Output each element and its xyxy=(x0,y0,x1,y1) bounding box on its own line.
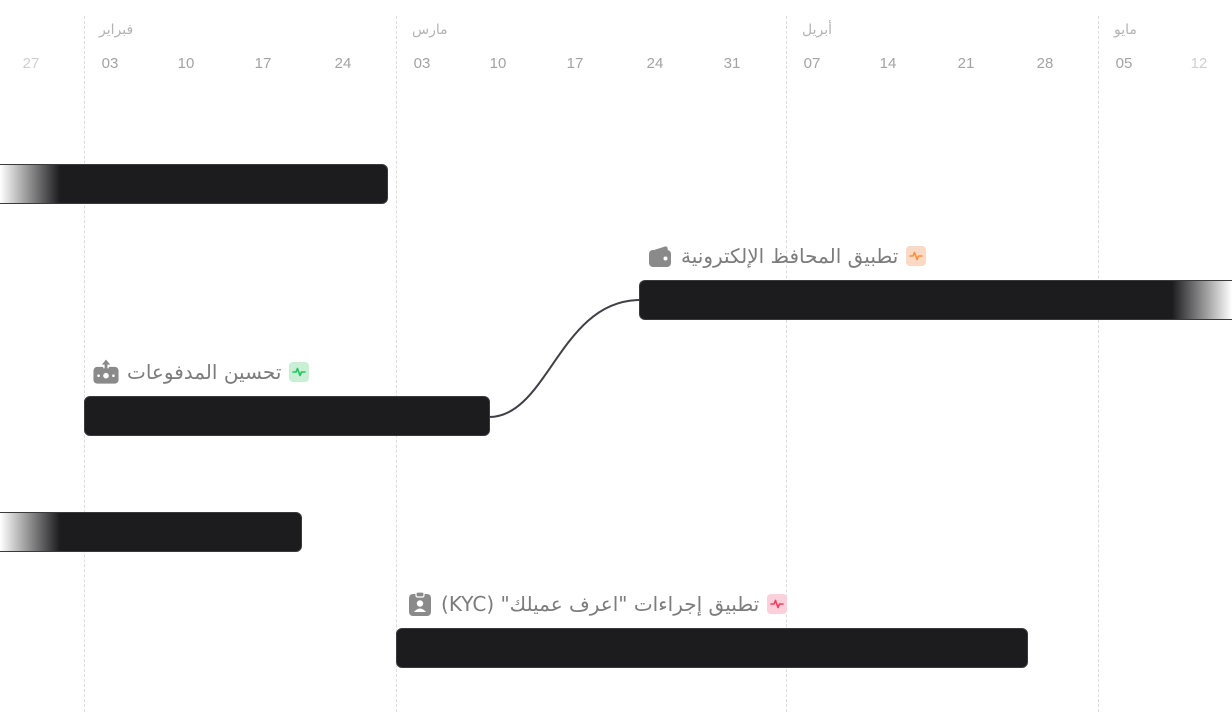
id-badge-icon xyxy=(407,591,433,617)
status-badge xyxy=(289,362,310,382)
day-label: 24 xyxy=(334,55,352,72)
status-badge xyxy=(906,246,927,266)
day-label: 24 xyxy=(646,55,664,72)
month-divider-february xyxy=(84,16,85,712)
month-label-april: أبريل xyxy=(802,22,833,38)
month-divider-april xyxy=(786,16,787,712)
day-label: 10 xyxy=(489,55,507,72)
pulse-icon xyxy=(770,599,785,609)
month-divider-may xyxy=(1098,16,1099,712)
timeline-bar[interactable] xyxy=(0,164,388,204)
day-label: 05 xyxy=(1115,55,1133,72)
day-label: 27 xyxy=(22,55,40,72)
pulse-icon xyxy=(292,367,307,377)
timeline-bar-payments[interactable] xyxy=(84,396,490,436)
month-label-february: فبراير xyxy=(99,22,134,38)
day-label: 03 xyxy=(101,55,119,72)
month-label-may: مايو xyxy=(1114,22,1137,38)
day-label: 07 xyxy=(803,55,821,72)
timeline-bar[interactable] xyxy=(0,512,302,552)
day-label: 28 xyxy=(1036,55,1054,72)
status-badge xyxy=(767,594,788,614)
project-label-kyc[interactable]: تطبيق إجراءات "اعرف عميلك" (KYC) xyxy=(407,589,788,619)
wallet-icon xyxy=(647,243,673,269)
month-label-march: مارس xyxy=(412,22,448,38)
timeline-bar-kyc[interactable] xyxy=(396,628,1028,668)
day-label: 10 xyxy=(177,55,195,72)
day-label: 03 xyxy=(413,55,431,72)
day-label: 14 xyxy=(879,55,897,72)
month-divider-march xyxy=(396,16,397,712)
payment-transfer-icon xyxy=(93,359,119,385)
day-label: 12 xyxy=(1190,55,1208,72)
day-label: 31 xyxy=(723,55,741,72)
project-label-ewallets[interactable]: تطبيق المحافظ الإلكترونية xyxy=(647,241,927,271)
day-label: 17 xyxy=(566,55,584,72)
day-label: 17 xyxy=(254,55,272,72)
project-title: تحسين المدفوعات xyxy=(127,360,282,384)
timeline-bar-ewallets[interactable] xyxy=(639,280,1232,320)
pulse-icon xyxy=(909,251,924,261)
day-label: 21 xyxy=(957,55,975,72)
project-title: تطبيق المحافظ الإلكترونية xyxy=(681,244,899,268)
project-title: تطبيق إجراءات "اعرف عميلك" (KYC) xyxy=(441,592,760,616)
project-label-payments[interactable]: تحسين المدفوعات xyxy=(93,357,310,387)
